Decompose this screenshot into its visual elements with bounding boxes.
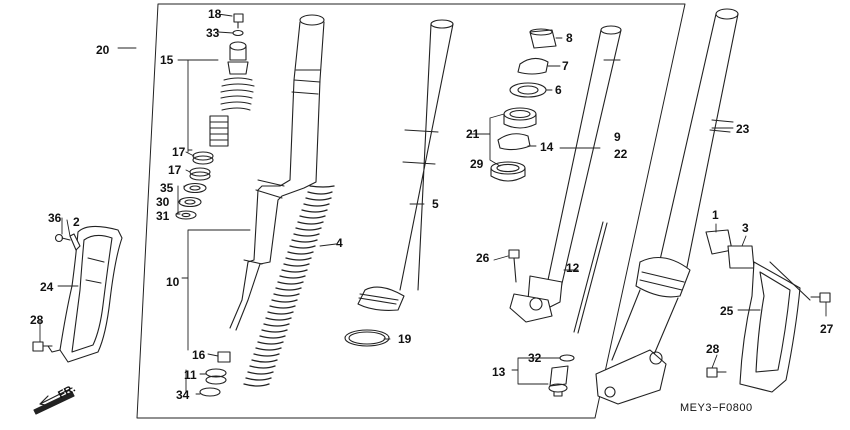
callout-21: 21 xyxy=(466,127,480,141)
clip-2 xyxy=(69,233,81,251)
callout-27: 27 xyxy=(820,322,834,336)
callout-12: 12 xyxy=(566,261,580,275)
callout-19: 19 xyxy=(398,332,412,346)
callout-22: 22 xyxy=(614,147,628,161)
rod-12 xyxy=(573,221,608,334)
callout-15: 15 xyxy=(160,53,174,67)
callout-1: 1 xyxy=(712,208,719,222)
fork-assembly-23 xyxy=(595,8,739,405)
washer-32 xyxy=(559,354,575,362)
callout-8: 8 xyxy=(566,31,573,45)
callout-29: 29 xyxy=(470,157,484,171)
fork-spring-4 xyxy=(243,185,335,387)
bolt-36 xyxy=(54,233,71,243)
washer-30 xyxy=(178,196,202,208)
bolt-28-right xyxy=(706,367,727,378)
fork-guard-left xyxy=(47,225,123,363)
bracket-3 xyxy=(727,245,755,269)
callout-2: 2 xyxy=(73,215,80,229)
callout-13: 13 xyxy=(492,365,506,379)
callout-25: 25 xyxy=(720,304,734,318)
bolt-28-left xyxy=(32,341,53,352)
fork-slider-9 xyxy=(509,25,622,323)
callout-34: 34 xyxy=(176,388,190,402)
callout-9: 9 xyxy=(614,130,621,144)
callout-33: 33 xyxy=(206,26,220,40)
callout-28-right: 28 xyxy=(706,342,720,356)
bushing-21 xyxy=(503,107,537,129)
callout-35: 35 xyxy=(160,181,174,195)
leader-lines xyxy=(39,13,827,395)
fork-guard-right-25 xyxy=(739,261,811,393)
nut-16 xyxy=(217,351,231,363)
o-ring-34 xyxy=(199,387,221,397)
callout-20: 20 xyxy=(96,43,110,57)
callout-16: 16 xyxy=(192,348,206,362)
callout-14: 14 xyxy=(540,140,554,154)
bolt-13 xyxy=(548,365,569,397)
valve-11 xyxy=(205,368,227,385)
damper-rod-assembly-15 xyxy=(209,41,255,147)
callout-17b: 17 xyxy=(168,163,182,177)
bolt-27 xyxy=(810,292,831,303)
bushing-29 xyxy=(490,161,526,182)
callout-11: 11 xyxy=(184,368,197,382)
callout-3: 3 xyxy=(742,221,749,235)
callout-36: 36 xyxy=(48,211,62,225)
callout-32: 32 xyxy=(528,351,542,365)
front-direction-arrow-icon xyxy=(33,387,75,415)
assembly-frame xyxy=(136,3,686,419)
oil-seal-6 xyxy=(509,82,547,98)
clip-7 xyxy=(517,57,549,75)
callout-28-left: 28 xyxy=(30,313,44,327)
callout-18: 18 xyxy=(208,7,222,21)
washer-17-a xyxy=(192,151,214,165)
outer-tube-5 xyxy=(357,19,454,311)
drawing-code: MEY3−F0800 xyxy=(680,402,753,414)
clip-14 xyxy=(497,133,531,151)
damper-tube-10 xyxy=(229,14,325,331)
washer-35 xyxy=(183,182,207,194)
dust-seal-8 xyxy=(529,28,557,49)
callout-4: 4 xyxy=(336,236,343,250)
callout-31: 31 xyxy=(156,209,170,223)
washer-17-b xyxy=(189,167,211,181)
callout-10: 10 xyxy=(166,275,180,289)
callout-5: 5 xyxy=(432,197,439,211)
washer-31 xyxy=(175,210,197,220)
callout-26: 26 xyxy=(476,251,490,265)
callout-7: 7 xyxy=(562,59,569,73)
callout-6: 6 xyxy=(555,83,562,97)
bolt-26 xyxy=(508,249,520,283)
seal-ring-19 xyxy=(344,329,390,347)
o-ring-33 xyxy=(232,29,244,37)
callout-17a: 17 xyxy=(172,145,186,159)
callout-30: 30 xyxy=(156,195,170,209)
bolt-18 xyxy=(233,13,244,29)
callout-24: 24 xyxy=(40,280,54,294)
callout-23: 23 xyxy=(736,122,750,136)
